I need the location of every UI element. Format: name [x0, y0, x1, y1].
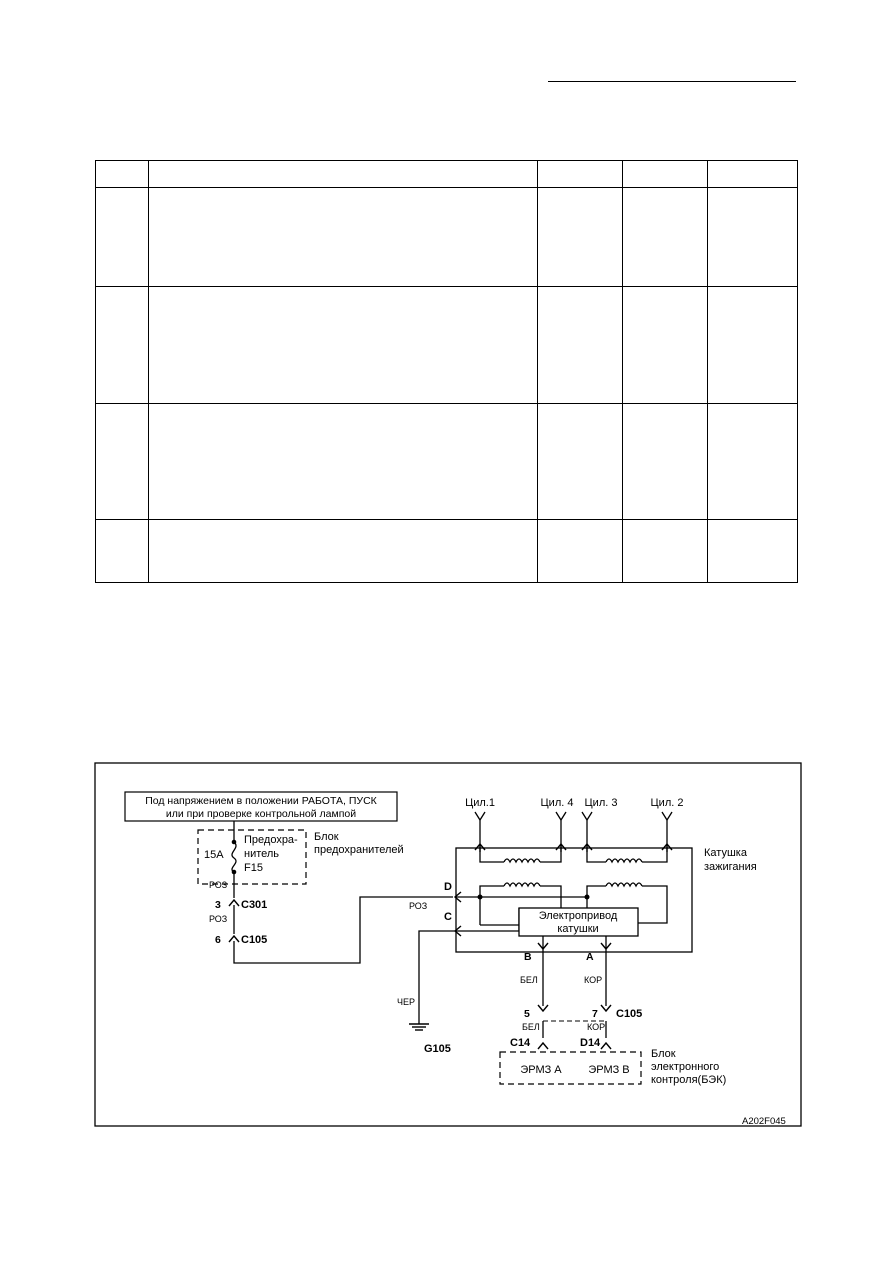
ground-circuit: ЧЕР G105	[397, 930, 456, 1055]
cylinder-2: Цил. 2	[651, 797, 684, 809]
ignition-coil: Катушка зажигания D C Электропривод кату…	[444, 844, 757, 953]
table-cell	[622, 286, 708, 404]
table-cell	[148, 187, 538, 287]
ecm-block: ЭРМЗ А ЭРМЗ В Блок электронного контроля…	[499, 1048, 726, 1086]
wire-color-pink-1: РОЗ	[209, 880, 227, 890]
ground-label: G105	[424, 1043, 451, 1055]
coil-driver-box	[518, 907, 639, 937]
cylinder-4: Цил. 4	[541, 797, 574, 809]
steps-table	[95, 160, 798, 583]
table-cell	[95, 187, 149, 287]
terminal-a: A	[586, 951, 594, 963]
ecm-item-a: ЭРМЗ А	[520, 1064, 562, 1076]
table-cell	[537, 160, 623, 188]
figure-code: A202F045	[742, 1116, 786, 1127]
cylinder-1: Цил.1	[465, 797, 495, 809]
ground-icon	[409, 1023, 429, 1031]
connector-d14-icon	[600, 1042, 612, 1050]
table-row	[95, 286, 798, 404]
table-cell	[148, 160, 538, 188]
table-cell	[148, 519, 538, 583]
header-rule	[548, 81, 796, 82]
table-cell	[622, 187, 708, 287]
wire-color-black: ЧЕР	[397, 997, 415, 1007]
table-row	[95, 187, 798, 287]
coil-winding-icon	[503, 858, 541, 864]
c105-pin-left: 6	[215, 934, 221, 946]
c105-label-right: C105	[616, 1008, 642, 1020]
coil-winding-icon	[605, 882, 643, 888]
table-cell	[537, 519, 623, 583]
ecm-label-3: контроля(БЭК)	[651, 1074, 726, 1086]
terminal-c: C	[444, 911, 452, 923]
coil-label-1: Катушка	[704, 847, 748, 859]
terminal-d: D	[444, 881, 452, 893]
fuse-rating: 15A	[204, 849, 224, 861]
table-row	[95, 403, 798, 520]
wire-color-white-1: БЕЛ	[520, 975, 538, 985]
table-header-row	[95, 160, 798, 188]
ignition-wiring-diagram: Под напряжением в положении РАБОТА, ПУСК…	[94, 762, 802, 1127]
wire-color-white-2: БЕЛ	[522, 1022, 540, 1032]
ecm-label-1: Блок	[651, 1048, 676, 1060]
c301-label: C301	[241, 899, 267, 911]
table-cell	[95, 160, 149, 188]
c14-label: C14	[510, 1037, 531, 1049]
table-cell	[148, 403, 538, 520]
power-supply-box: Под напряжением в положении РАБОТА, ПУСК…	[124, 791, 398, 822]
diagram-frame	[94, 762, 802, 1127]
d14-label: D14	[580, 1037, 601, 1049]
ecm-item-b: ЭРМЗ В	[588, 1064, 629, 1076]
wire-color-brown-1: КОР	[584, 975, 602, 985]
table-row	[95, 519, 798, 583]
table-cell	[622, 403, 708, 520]
table-cell	[95, 519, 149, 583]
table-cell	[95, 403, 149, 520]
coil-winding-icon	[503, 882, 541, 888]
table-cell	[148, 286, 538, 404]
wire-color-pink-3: РОЗ	[409, 901, 427, 911]
power-line-1: Под напряжением в положении РАБОТА, ПУСК	[145, 795, 377, 807]
c105-pin-brown: 7	[592, 1008, 598, 1020]
table-cell	[622, 160, 708, 188]
table-cell	[537, 286, 623, 404]
fuse-name-1: Предохра-	[244, 834, 298, 846]
table-cell	[707, 519, 798, 583]
c301-pin: 3	[215, 899, 221, 911]
table-cell	[707, 160, 798, 188]
driver-label-2: катушки	[557, 923, 598, 935]
fuse-block-label-2: предохранителей	[314, 844, 404, 856]
table-cell	[537, 187, 623, 287]
fuse-name-3: F15	[244, 862, 263, 874]
left-wire-chain: РОЗ 3 C301 РОЗ 6 C105 РОЗ	[209, 880, 453, 964]
fuse-icon	[231, 841, 237, 873]
table-cell	[707, 187, 798, 287]
connector-c14-icon	[537, 1042, 549, 1050]
wire-color-pink-2: РОЗ	[209, 914, 227, 924]
cylinder-3: Цил. 3	[585, 797, 618, 809]
fuse-block-label-1: Блок	[314, 831, 339, 843]
c105-pin-white: 5	[524, 1008, 530, 1020]
terminal-b: B	[524, 951, 532, 963]
ecm-label-2: электронного	[651, 1061, 719, 1073]
table-cell	[707, 286, 798, 404]
c105-label-left: C105	[241, 934, 267, 946]
power-line-2: или при проверке контрольной лампой	[166, 808, 356, 820]
table-cell	[537, 403, 623, 520]
fuse-block: 15A Предохра- нитель F15 Блок предохрани…	[197, 821, 404, 898]
table-cell	[622, 519, 708, 583]
cylinder-leads: Цил.1 Цил. 4 Цил. 3 Цил. 2	[465, 797, 683, 852]
driver-label-1: Электропривод	[539, 910, 618, 922]
table-cell	[95, 286, 149, 404]
fuse-name-2: нитель	[244, 848, 279, 860]
coil-label-2: зажигания	[704, 861, 757, 873]
ecm-wires: B БЕЛ 5 A КОР 7 C105 БЕЛ КОР C14 D14	[510, 951, 642, 1050]
wire-color-brown-2: КОР	[587, 1022, 605, 1032]
table-cell	[707, 403, 798, 520]
coil-winding-icon	[605, 858, 643, 864]
